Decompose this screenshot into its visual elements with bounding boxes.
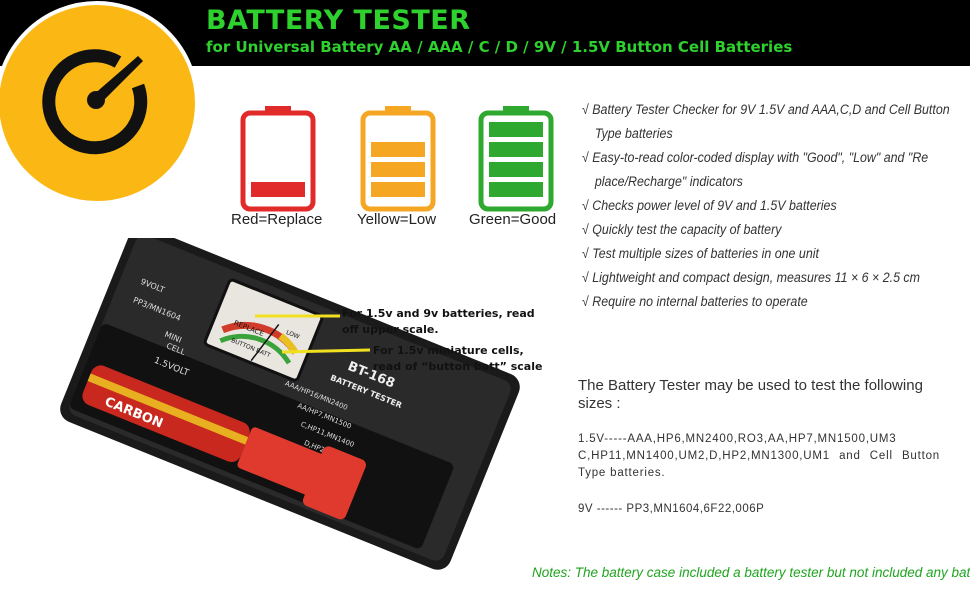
battery-full-icon: [478, 106, 554, 212]
sizes-1-5v-list: 1.5V-----AAA,HP6,MN2400,RO3,AA,HP7,MN150…: [578, 433, 940, 479]
battery-tester-device: REPLACE LOW BUTTON BATT 9VOLT PP3/MN1604…: [60, 238, 520, 570]
feature-item-continuation: place/Recharge" indicators: [594, 174, 743, 189]
meter-low-label: LOW: [285, 329, 300, 341]
sizes-9v-list: 9V ------ PP3,MN1604,6F22,006P: [578, 503, 765, 515]
callout-lower-line1: For 1.5v miniature cells,: [373, 344, 524, 357]
callout-upper-scale: For 1.5v and 9v batteries, read off uppe…: [342, 306, 535, 338]
feature-item: √ Battery Tester Checker for 9V 1.5V and…: [582, 102, 950, 117]
feature-item: √ Lightweight and compact design, measur…: [582, 270, 920, 285]
feature-item-continuation: Type batteries: [594, 126, 673, 141]
feature-item: √ Test multiple sizes of batteries in on…: [582, 246, 819, 261]
gauge-logo: [0, 1, 195, 205]
callout-upper-line2: off upper scale.: [342, 323, 439, 336]
feature-item: √ Require no internal batteries to opera…: [582, 294, 808, 309]
gauge-icon: [42, 49, 148, 155]
legend-red-label: Red=Replace: [231, 211, 323, 228]
callout-button-scale: For 1.5v miniature cells, read of “butto…: [373, 343, 542, 375]
legend-yellow-label: Yellow=Low: [357, 211, 437, 228]
battery-low-icon: [240, 106, 316, 212]
page-subtitle: for Universal Battery AA / AAA / C / D /…: [206, 38, 793, 56]
battery-medium-icon: [360, 106, 436, 212]
page-title: BATTERY TESTER: [206, 5, 471, 36]
callout-upper-line1: For 1.5v and 9v batteries, read: [342, 307, 535, 320]
sizes-heading: The Battery Tester may be used to test t…: [578, 377, 923, 412]
notes-text: Notes: The battery case included a batte…: [532, 565, 970, 580]
feature-list: √ Battery Tester Checker for 9V 1.5V and…: [582, 98, 967, 314]
feature-item: √ Checks power level of 9V and 1.5V batt…: [582, 198, 837, 213]
legend-green-label: Green=Good: [469, 211, 557, 228]
feature-item: √ Easy-to-read color-coded display with …: [582, 150, 929, 165]
callout-lower-line2: read of “button batt” scale: [373, 360, 543, 373]
feature-item: √ Quickly test the capacity of battery: [582, 222, 782, 237]
